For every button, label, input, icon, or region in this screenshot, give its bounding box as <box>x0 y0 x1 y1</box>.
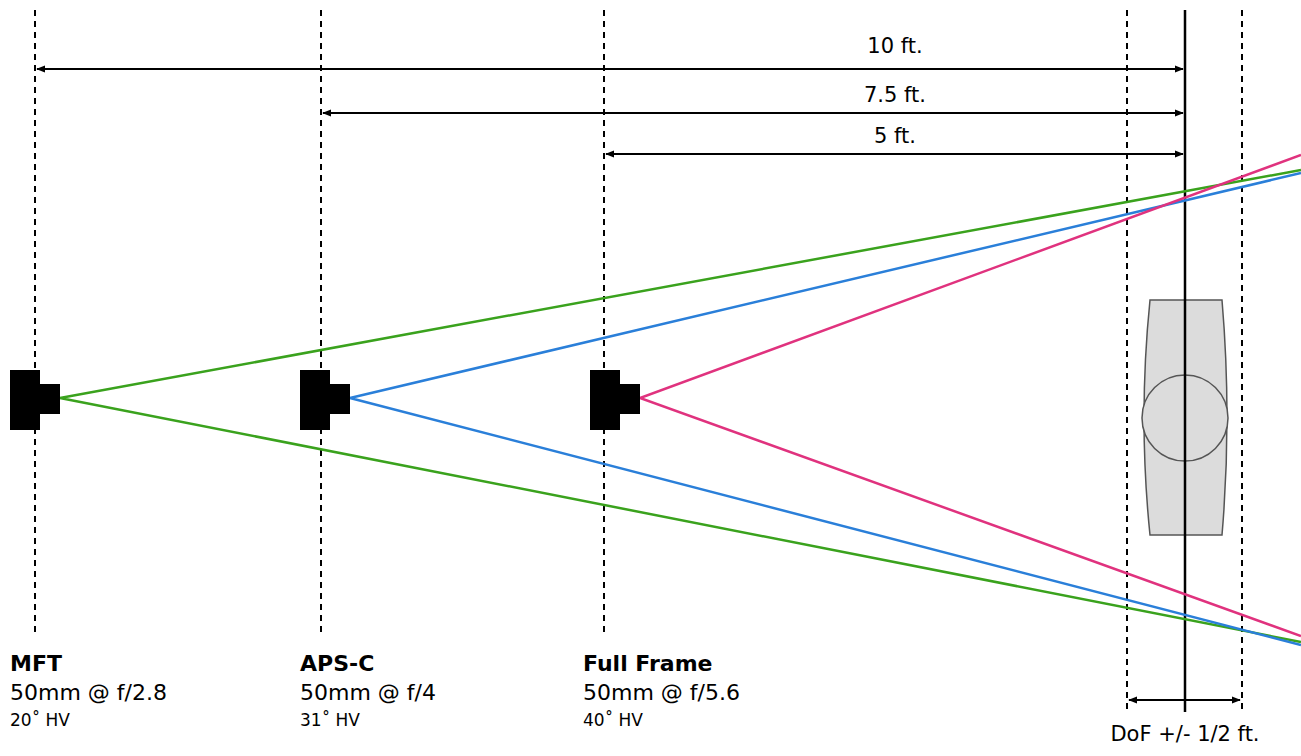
dimension-label: 7.5 ft. <box>864 83 926 107</box>
sensor-name: Full Frame <box>583 651 713 676</box>
lens-setting: 50mm @ f/2.8 <box>10 680 167 705</box>
camera-icon <box>590 370 640 430</box>
view-angle: 20˚ HV <box>10 711 70 731</box>
lens-setting: 50mm @ f/4 <box>300 680 436 705</box>
dimension-label: 5 ft. <box>874 124 916 148</box>
dimension-label: 10 ft. <box>867 34 922 58</box>
camera-plane-line <box>320 10 322 635</box>
sensor-name: MFT <box>10 651 62 676</box>
camera-icon <box>10 370 60 430</box>
dof-limit-line <box>1241 10 1243 712</box>
lens-setting: 50mm @ f/5.6 <box>583 680 740 705</box>
camera-icon <box>300 370 350 430</box>
mft-view-rays <box>60 170 1301 642</box>
view-angle: 31˚ HV <box>300 711 360 731</box>
sensor-name: APS-C <box>300 651 374 676</box>
apsc-view-rays <box>350 173 1301 645</box>
fullframe-view-rays <box>640 155 1301 636</box>
dimension-arrow <box>37 68 1183 70</box>
focus-plane-line <box>1184 10 1187 712</box>
dimension-arrow <box>323 112 1183 114</box>
dimension-arrow <box>606 153 1183 155</box>
camera-plane-line <box>603 10 605 635</box>
dof-label: DoF +/- 1/2 ft. <box>1110 722 1259 746</box>
view-angle: 40˚ HV <box>583 711 643 731</box>
camera-plane-line <box>34 10 36 635</box>
